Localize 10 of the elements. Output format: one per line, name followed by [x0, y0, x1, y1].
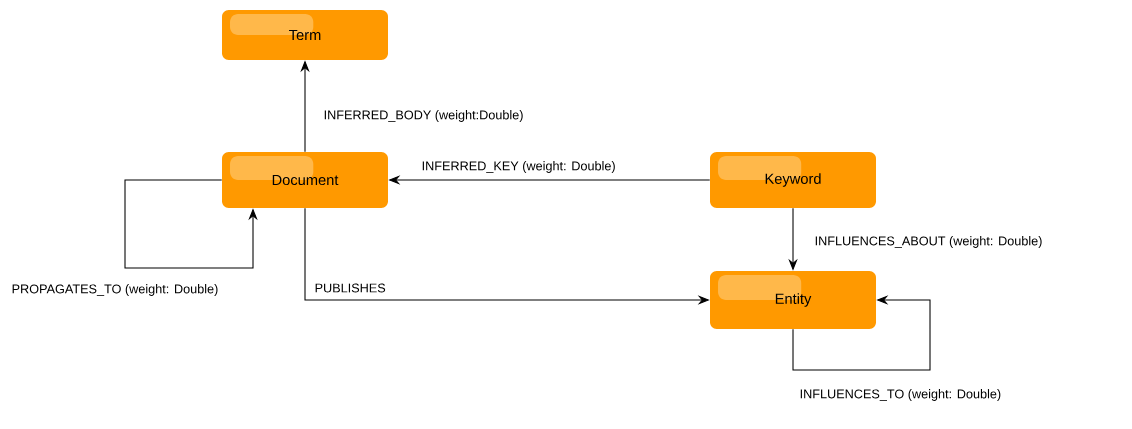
edge-label: INFERRED_KEY (weight: Double) — [422, 161, 615, 173]
edge-label: PUBLISHES — [315, 283, 386, 293]
entity-box: Entity — [710, 271, 876, 329]
edge-label: INFLUENCES_ABOUT (weight: Double) — [815, 236, 1042, 248]
edge-label: PROPAGATES_TO (weight: Double) — [12, 284, 218, 296]
entity-box: Term — [222, 10, 388, 60]
edge-label: INFERRED_BODY (weight:Double) — [324, 110, 523, 122]
edge-label: INFLUENCES_TO (weight: Double) — [800, 389, 1001, 401]
entity-box: Document — [222, 152, 388, 208]
entity-box: Keyword — [710, 152, 876, 208]
